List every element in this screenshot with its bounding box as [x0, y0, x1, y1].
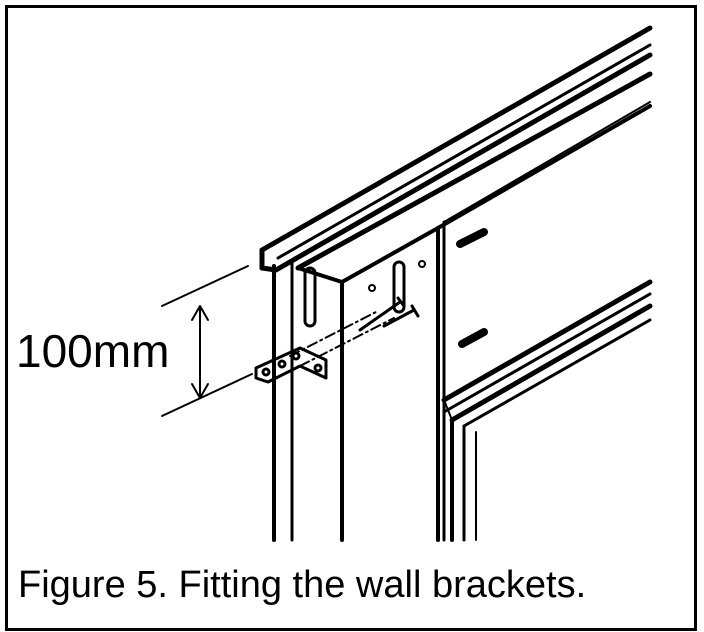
wall-panel: [436, 101, 652, 542]
opening-frame: [441, 279, 653, 542]
fixing-holes: [368, 260, 426, 292]
screw-icon: [358, 296, 420, 332]
top-rail: [259, 25, 653, 273]
corner-post: [272, 226, 440, 542]
dimension-lines: [161, 265, 253, 417]
fixing-slot-icon: [303, 228, 488, 348]
figure-caption: Figure 5. Fitting the wall brackets.: [18, 564, 587, 606]
dimension-label: 100mm: [16, 325, 170, 377]
alignment-lines: [289, 311, 395, 367]
